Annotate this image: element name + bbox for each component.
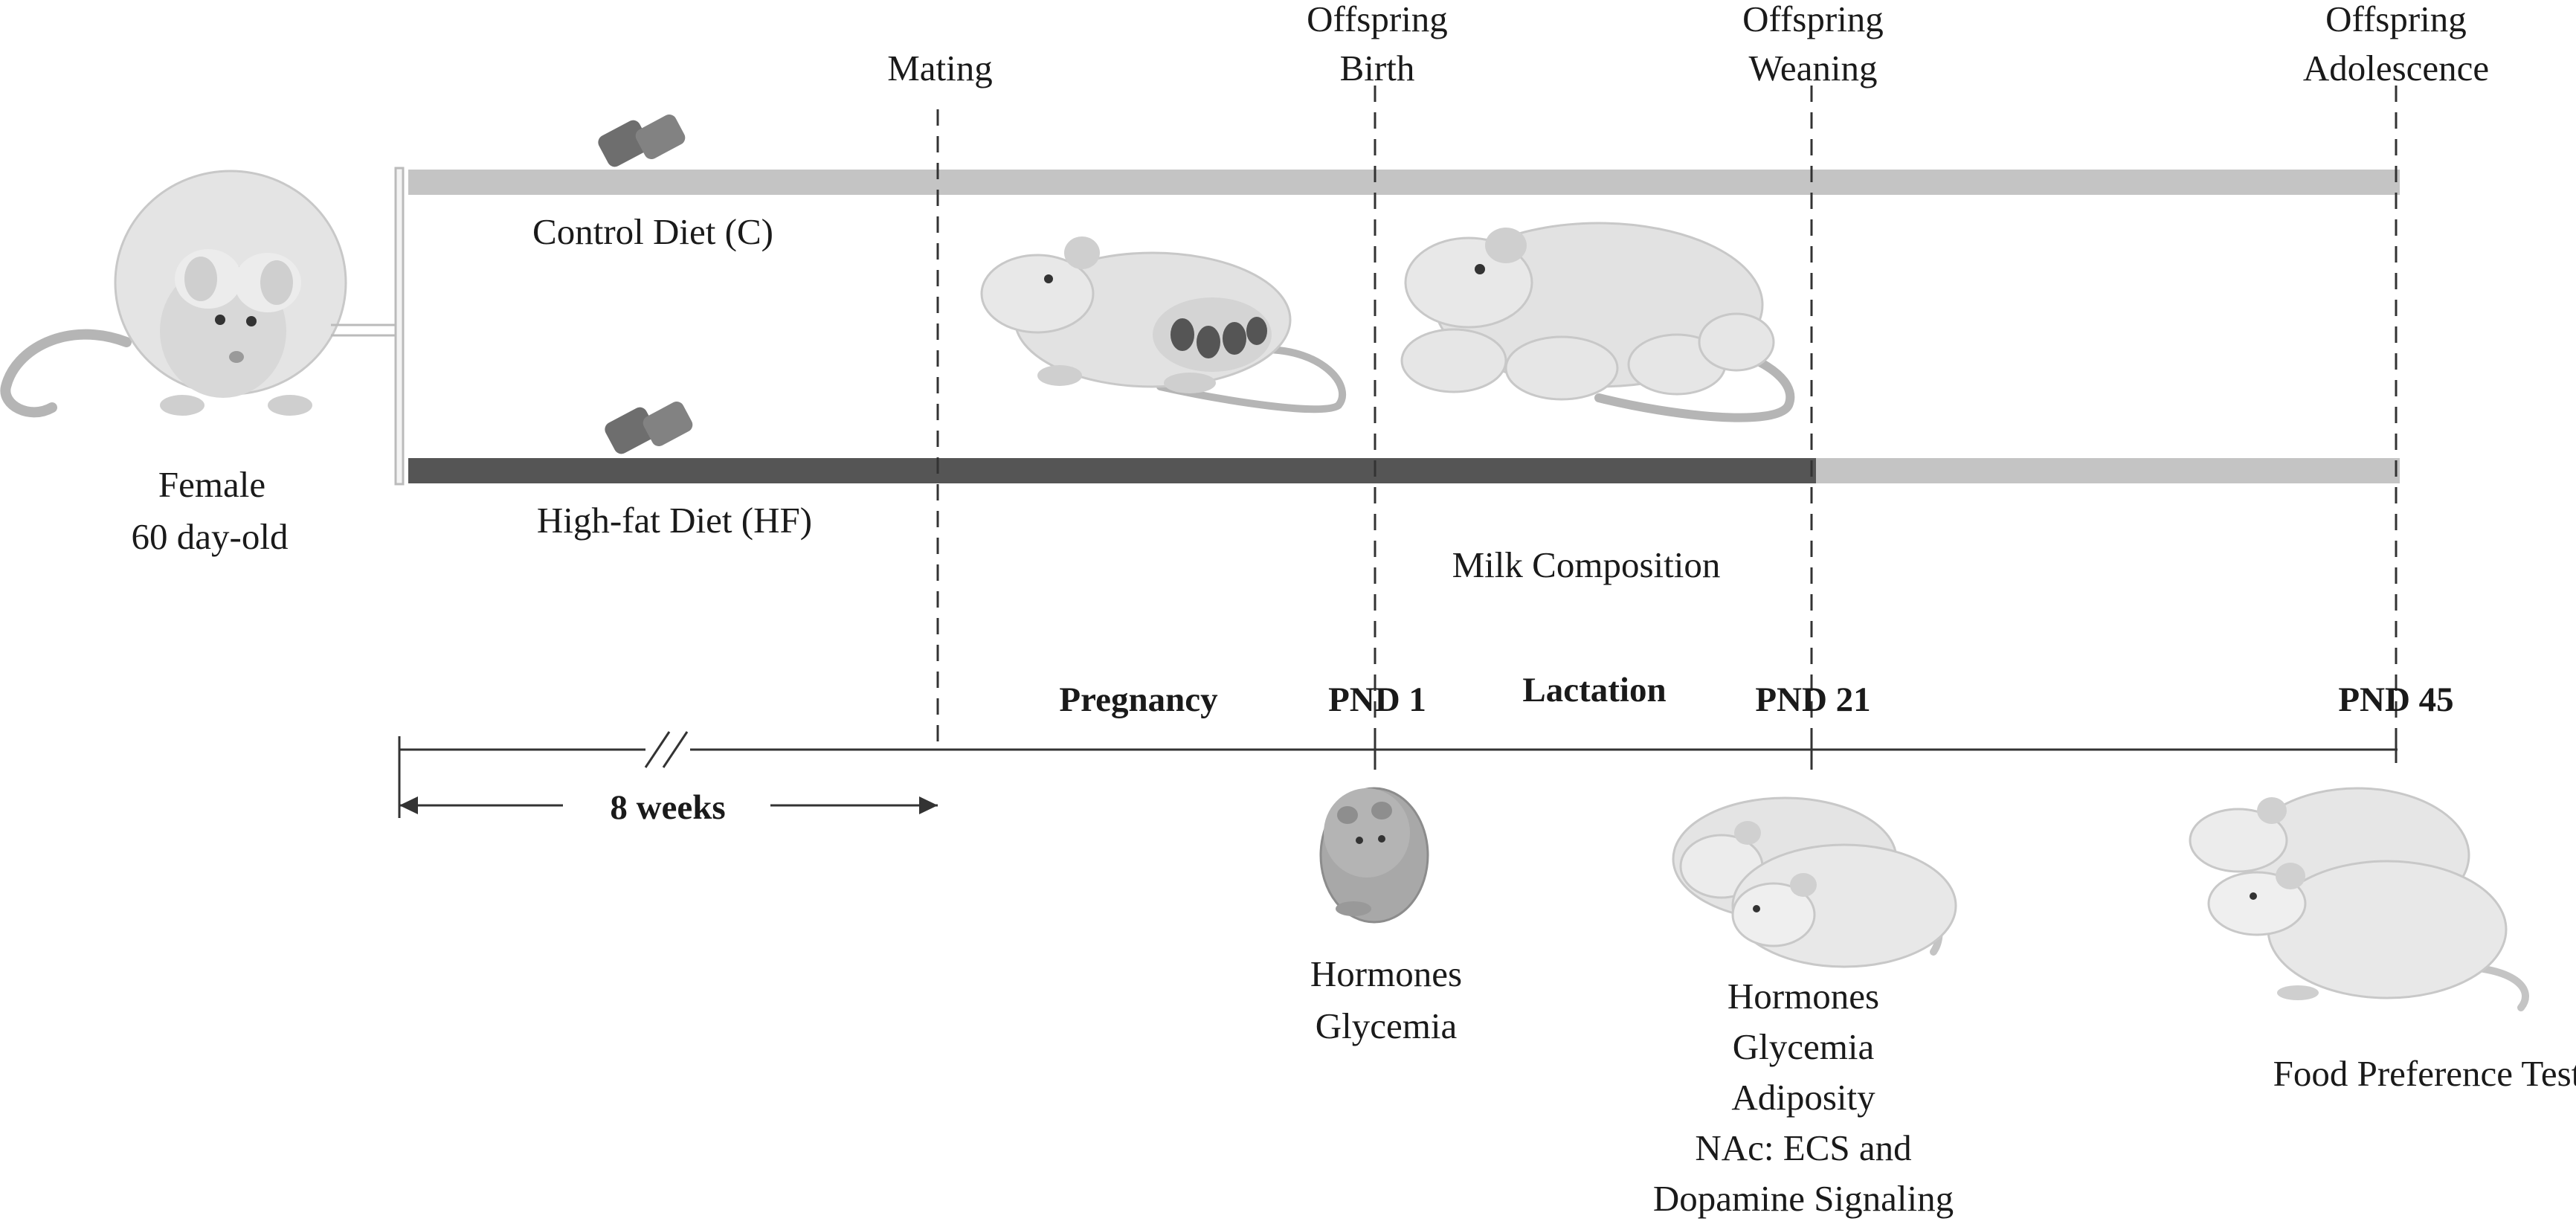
weaning-label-line1: Offspring [1742, 0, 1884, 39]
adolescence-label-line1: Offspring [2325, 0, 2467, 39]
birth-label-line2: Birth [1340, 48, 1415, 88]
adolescence-label-line2: Adolescence [2303, 48, 2489, 88]
pnd1-measure-1: Hormones [1310, 953, 1462, 994]
pnd21-measure-2: Glycemia [1733, 1026, 1875, 1067]
post-weaning-control-bar [1816, 458, 2400, 483]
weaning-label-line2: Weaning [1749, 48, 1878, 88]
pnd21-measure-1: Hormones [1727, 976, 1879, 1017]
high-fat-pellet-icon [605, 402, 693, 454]
pnd21-measure-5: Dopamine Signaling [1653, 1178, 1954, 1219]
mating-label: Mating [887, 48, 993, 88]
pregnant-rat-illustration [980, 236, 1346, 413]
female-rat-illustration [0, 170, 347, 418]
high-fat-diet-label: High-fat Diet (HF) [537, 500, 812, 541]
pnd1-label: PND 1 [1328, 680, 1426, 719]
axis-break-marker [644, 731, 690, 768]
lactation-label: Lactation [1522, 671, 1666, 709]
high-fat-diet-bar [408, 458, 1816, 483]
weanling-rats-illustration [1672, 796, 1957, 968]
milk-composition-label: Milk Composition [1452, 544, 1721, 585]
birth-label-line1: Offspring [1307, 0, 1448, 39]
control-diet-label: Control Diet (C) [532, 211, 773, 252]
control-diet-bar [408, 170, 2400, 195]
pnd21-measure-4: NAc: ECS and [1695, 1127, 1911, 1168]
pnd45-label: PND 45 [2338, 680, 2453, 719]
duration-label: 8 weeks [610, 788, 725, 827]
newborn-pup-illustration [1319, 787, 1429, 924]
lactating-rat-illustration [1400, 222, 1795, 422]
pnd21-measure-3: Adiposity [1731, 1077, 1875, 1118]
start-connector [331, 167, 405, 486]
start-label-line2: 60 day-old [132, 516, 289, 557]
control-pellet-icon [598, 115, 686, 167]
pregnancy-label: Pregnancy [1059, 680, 1218, 719]
timeline-axis [398, 736, 2398, 763]
pnd1-measure-2: Glycemia [1316, 1005, 1458, 1046]
pnd45-measure-1: Food Preference Test [2273, 1053, 2576, 1094]
adolescent-rats-illustration [2189, 787, 2529, 1011]
start-label-line1: Female [158, 464, 265, 505]
pnd21-label: PND 21 [1755, 680, 1870, 719]
duration-arrow [398, 753, 938, 818]
